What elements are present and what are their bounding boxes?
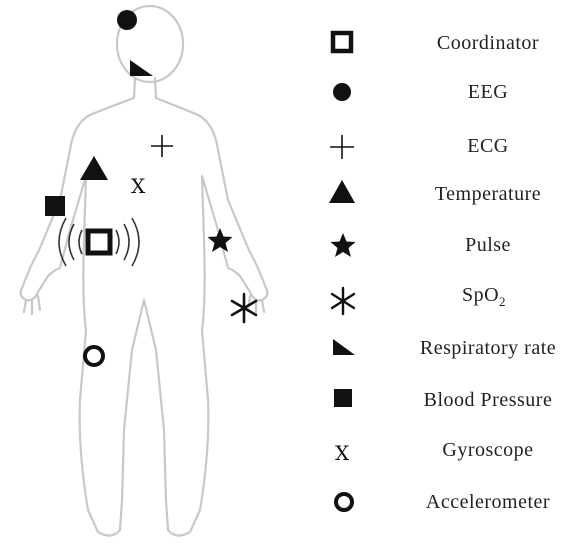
eeg-marker	[117, 10, 137, 30]
legend-coordinator-icon	[333, 33, 351, 51]
legend-label-temperature: Temperature	[435, 183, 541, 205]
human-body-outline	[21, 6, 268, 536]
legend-label-spo2-main: SpO	[462, 284, 499, 306]
legend-label-spo2-sub: 2	[499, 294, 506, 309]
legend-label-eeg: EEG	[468, 81, 508, 103]
pulse-marker	[208, 228, 233, 252]
legend-label-accelerometer: Accelerometer	[426, 491, 550, 513]
legend-pulse-icon	[331, 233, 356, 257]
legend-respiratory-rate-icon	[333, 339, 355, 355]
legend-label-blood-pressure: Blood Pressure	[424, 389, 553, 411]
legend-blood-pressure-icon	[334, 389, 352, 407]
legend-ecg-icon	[330, 135, 354, 159]
accelerometer-marker	[85, 347, 103, 365]
legend-label-respiratory-rate: Respiratory rate	[420, 337, 556, 359]
gyroscope-marker: X	[131, 174, 146, 198]
legend-label-coordinator: Coordinator	[437, 32, 539, 54]
blood-pressure-marker	[45, 196, 65, 216]
legend-accelerometer-icon	[336, 494, 352, 510]
legend-label-gyroscope: Gyroscope	[442, 439, 533, 461]
legend-label-ecg: ECG	[467, 135, 509, 157]
ecg-marker	[151, 135, 173, 157]
legend-label-pulse: Pulse	[465, 234, 511, 256]
legend-temperature-icon	[329, 180, 355, 203]
legend-label-spo2: SpO2	[462, 284, 506, 309]
legend: X Coordinator EEG ECG Temperature Pulse …	[329, 32, 556, 513]
legend-eeg-icon	[333, 83, 351, 101]
legend-gyroscope-icon: X	[335, 441, 350, 465]
temperature-marker	[80, 156, 108, 180]
legend-spo2-icon	[332, 288, 354, 314]
respiratory-rate-marker	[130, 60, 153, 76]
